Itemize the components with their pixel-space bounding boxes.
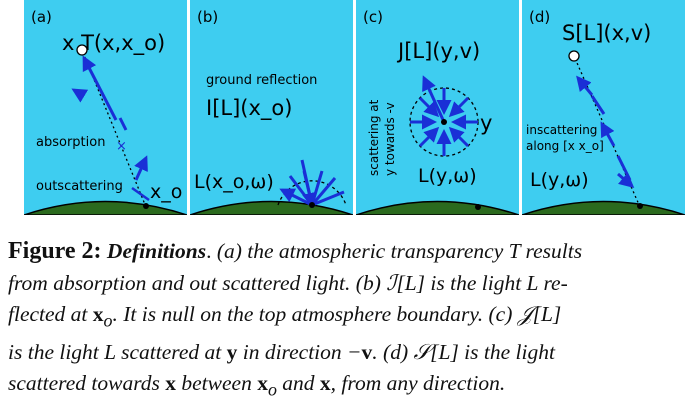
math-sub: o [267,379,277,400]
ground-point [475,204,481,210]
panel-title: x T(x,x_o) [62,31,165,56]
panel-a-figure: × (a) x T(x,x_o) absorption outscatterin… [24,0,187,215]
inscattering-label-2: along [x x_o] [526,139,604,153]
sky-background [24,0,187,215]
panel-c: (c) J[L](y,v) y scattering at y towards … [356,0,519,215]
absorption-label: absorption [36,135,105,150]
caption-line-2: from absorption and out scattered light.… [8,268,694,300]
side-label-1: scattering at [367,99,381,176]
caption-line-4: is the light L scattered at y in directi… [8,337,694,369]
radiance-label: L(y,ω) [530,169,589,191]
radiance-label: L(x_o,ω) [194,171,274,193]
panel-d: (d) S[L](x,v) inscattering along [x x_o]… [522,0,685,215]
caption-text: (c) 𝒥[L] [488,302,562,326]
caption-text: and [282,371,315,396]
eye-icon [76,44,88,56]
caption-text: (a) the atmospheric transparency T resul… [216,239,583,263]
caption-text: . It is null on the top atmosphere bound… [112,302,484,326]
outscatter-arrow [134,155,148,181]
panel-tag: (c) [363,8,383,26]
sky-background [190,0,353,215]
panel-b: (b) ground reflection I[L](x_o) L(x_o,ω) [190,0,353,215]
transmitted-arrow [82,55,118,121]
figure-label: Figure 2: [8,238,102,264]
caption-text: , from any direction. [330,371,506,396]
panel-d-figure: (d) S[L](x,v) inscattering along [x x_o]… [522,0,685,215]
radiance-label: L(y,ω) [418,165,477,187]
caption-text: scattered towards [8,371,160,396]
panel-tag: (d) [529,8,550,26]
inscatter-arrows [576,75,635,188]
figure-title: Definitions [106,239,207,263]
caption-text: between [181,371,252,396]
panel-b-figure: (b) ground reflection I[L](x_o) L(x_o,ω) [190,0,353,215]
caption-text: . (d) 𝒮[L] is the light [372,339,555,364]
panel-tag: (b) [197,8,218,26]
ground-reflection-label: ground reflection [206,73,317,88]
panel-c-figure: (c) J[L](y,v) y scattering at y towards … [356,0,519,215]
panel-title: J[L](y,v) [396,39,480,63]
caption-text: is the light L scattered at [8,339,222,364]
inscattering-label: inscattering [526,123,597,137]
outscattering-label: outscattering [36,179,123,194]
math-x: x [165,371,177,396]
point-label: y [480,111,492,135]
hemisphere [277,180,347,206]
sky-background [522,0,685,215]
panel-title: S[L](x,v) [562,21,651,45]
origin-point [143,203,149,209]
scatter-arrow-1 [71,88,89,103]
caption-line-3: flected at xo. It is null on the top atm… [8,299,694,337]
point-y [441,119,447,125]
caption-text: from absorption and out scattered light. [8,270,351,295]
origin-label: x_o [150,181,182,203]
caption-text: flected at [8,302,88,326]
figure-caption: Figure 2: Definitions. (a) the atmospher… [8,236,694,406]
caption-line-5: scattered towards x between xo and x, fr… [8,368,694,406]
ground [522,200,685,215]
origin-point [637,203,643,209]
side-label-2: y towards -v [383,102,397,176]
panel-tag: (a) [31,8,52,26]
caption-text: (b) ℐ[L] is the light L re- [355,270,568,295]
origin-point [309,202,315,208]
math-x: x [257,371,268,396]
caption-text: in direction − [242,339,362,364]
reflected-arrows [279,159,345,208]
math-x: x [319,371,331,396]
panel-title: I[L](x_o) [206,96,292,121]
incoming-arrows [410,75,478,156]
math-sub: o [103,310,113,331]
math-v: v [361,339,373,364]
absorption-segment [118,117,128,131]
math-y: y [226,339,238,364]
panel-a: × (a) x T(x,x_o) absorption outscatterin… [24,0,187,215]
incoming-ray [131,186,150,202]
absorption-mark: × [116,139,127,154]
eye-icon [568,50,580,62]
caption-line-1: Figure 2: Definitions. (a) the atmospher… [8,238,583,264]
math-x: x [92,302,104,326]
